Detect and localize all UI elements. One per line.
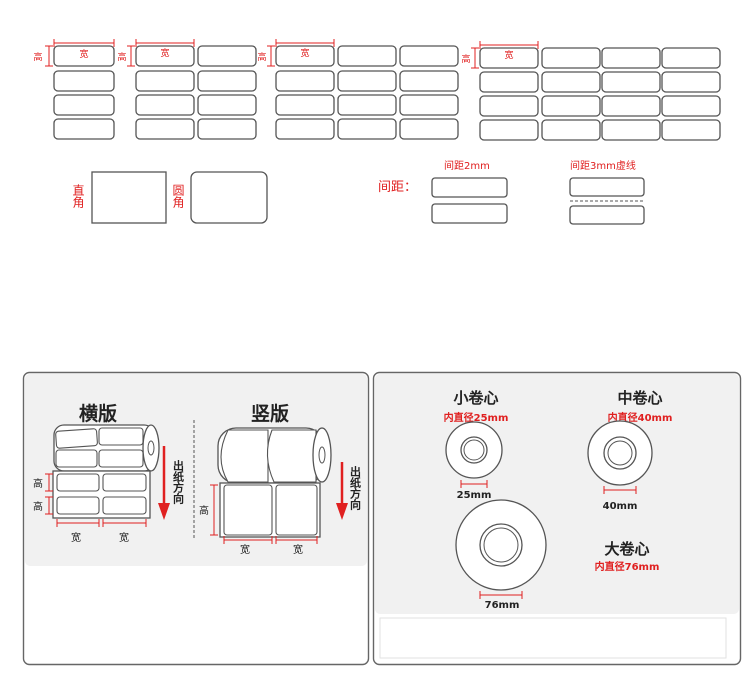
vertical-title: 竖版 xyxy=(251,402,289,425)
height-label: 高 xyxy=(199,504,209,517)
height-label: 高 xyxy=(33,500,43,513)
width-label: 宽 xyxy=(293,543,303,556)
width-label: 宽 xyxy=(160,47,169,59)
large-core-roll xyxy=(455,499,547,591)
label-grid-1-column: 宽 高 xyxy=(33,39,115,140)
feed-direction-label: 出纸方向 xyxy=(349,465,362,511)
small-core-desc: 内直径25mm xyxy=(444,411,509,424)
height-label: 高 xyxy=(33,51,42,63)
large-core-title: 大卷心 xyxy=(604,540,649,558)
height-label: 高 xyxy=(257,51,266,63)
height-label: 高 xyxy=(117,51,126,63)
feed-arrow-icon xyxy=(336,503,348,520)
large-core-desc: 内直径76mm xyxy=(595,560,660,573)
label-grid-4-column: 宽 高 xyxy=(461,41,721,141)
height-label: 高 xyxy=(461,53,470,65)
large-core-size: 76mm xyxy=(485,600,520,611)
spacing-examples: 间距： 间距2mm 间距3mm虚线 xyxy=(378,159,645,225)
core-size-panel: 小卷心 内直径25mm 25mm 中卷心 内直径40mm 40mm xyxy=(372,371,742,666)
width-label: 宽 xyxy=(79,48,88,60)
width-label: 宽 xyxy=(119,531,129,544)
corner-style-rounded: 圆角 xyxy=(171,171,268,224)
straight-corner-label: 直角 xyxy=(71,184,85,209)
small-core-title: 小卷心 xyxy=(453,389,498,407)
medium-core-roll xyxy=(587,420,653,486)
width-label: 宽 xyxy=(300,47,309,59)
width-label: 宽 xyxy=(504,49,513,61)
medium-core-title: 中卷心 xyxy=(617,389,662,407)
spacing-2mm-label: 间距2mm xyxy=(444,159,490,172)
height-label: 高 xyxy=(33,477,43,490)
small-core-size: 25mm xyxy=(457,490,492,501)
orientation-panel: 横版 竖版 高 高 xyxy=(22,371,370,666)
spacing-label: 间距： xyxy=(378,180,417,195)
feed-arrow-icon xyxy=(158,503,170,520)
width-label: 宽 xyxy=(240,543,250,556)
corner-style-straight: 直角 xyxy=(71,171,167,224)
medium-core-size: 40mm xyxy=(603,501,638,512)
vertical-roll: 高 宽 宽 出纸方向 xyxy=(199,427,362,556)
horizontal-title: 横版 xyxy=(79,402,117,425)
width-label: 宽 xyxy=(71,531,81,544)
feed-direction-label: 出纸方向 xyxy=(172,459,185,505)
horizontal-roll: 高 高 宽 宽 出纸方向 xyxy=(33,424,185,544)
rounded-corner-label: 圆角 xyxy=(171,184,185,209)
label-grid-2-column: 宽 高 xyxy=(117,39,257,140)
small-core-roll xyxy=(445,421,503,479)
label-grid-3-column: 宽 高 xyxy=(257,39,459,140)
spacing-3mm-label: 间距3mm虚线 xyxy=(570,159,636,172)
